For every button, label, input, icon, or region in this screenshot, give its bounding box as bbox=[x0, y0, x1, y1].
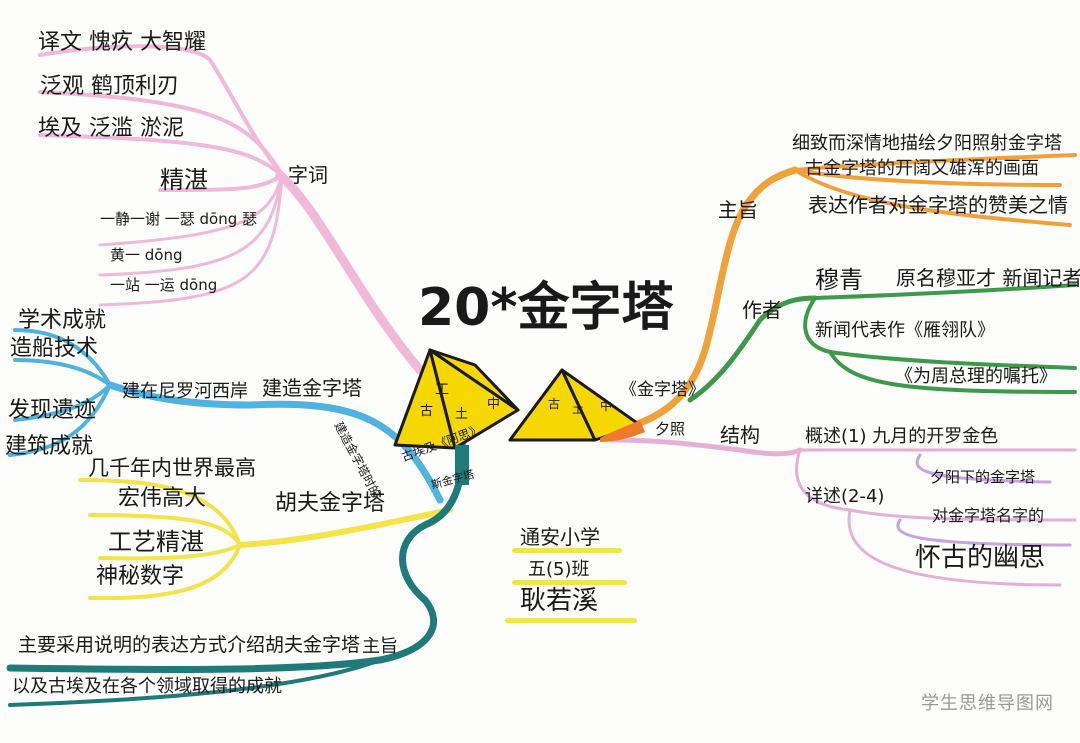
structure-detail: 详述(2-4) bbox=[805, 486, 885, 507]
yellow-branch-khufu bbox=[78, 478, 453, 601]
build-leaf: 建筑成就 bbox=[5, 434, 94, 459]
build-leaf: 学术成就 bbox=[18, 308, 107, 333]
build-sub: 建在尼罗河西岸 bbox=[122, 381, 248, 402]
khufu-leaf: 几千年内世界最高 bbox=[88, 456, 256, 480]
pyramid-char: 中 bbox=[487, 397, 501, 412]
author-name: 穆青 bbox=[815, 266, 863, 294]
khufu-leaf: 神秘数字 bbox=[96, 564, 185, 589]
author-note: 原名穆亚才 新闻记者 bbox=[896, 266, 1080, 290]
teal-stem bbox=[455, 445, 469, 485]
words-jingzhan: 精湛 bbox=[160, 166, 208, 194]
mainpoint-line: 细致而深情地描绘夕阳照射金字塔 bbox=[792, 133, 1062, 154]
branch-label-khufu: 胡夫金字塔 bbox=[275, 491, 386, 516]
highlight-bar bbox=[505, 618, 637, 623]
words-row: 埃及 泛滥 淤泥 bbox=[38, 116, 184, 141]
theme-line: 以及古埃及在各个领域取得的成就 bbox=[12, 676, 282, 697]
structure-ending: 怀古的幽思 bbox=[915, 543, 1046, 573]
branch-label-author: 作者 bbox=[742, 298, 782, 322]
pron-row: 一静一谢 一瑟 dōng 瑟 bbox=[100, 210, 258, 228]
green-branch-author bbox=[687, 283, 1077, 403]
map-title: 20*金字塔 bbox=[418, 278, 674, 338]
pron-row: 一站 一运 dōng bbox=[110, 276, 218, 294]
watermark: 学生思维导图网 bbox=[921, 693, 1054, 714]
orange-ribbon bbox=[600, 420, 645, 442]
branch-label-build: 建造金字塔 bbox=[262, 376, 362, 400]
highlight-bar bbox=[512, 548, 622, 553]
orange-branch-mainpoint bbox=[608, 153, 1077, 436]
highlight-bar bbox=[512, 580, 627, 585]
structure-overview: 概述(1) 九月的开罗金色 bbox=[805, 426, 999, 447]
words-row: 泛观 鹤顶利刃 bbox=[40, 74, 179, 99]
author-work: 新闻代表作《雁翎队》 bbox=[815, 320, 995, 341]
pink-branch-words bbox=[38, 44, 425, 375]
khufu-leaf: 宏伟高大 bbox=[118, 486, 207, 511]
pyramid-char: 古 bbox=[420, 404, 434, 419]
mainpoint-line: 古金字塔的开阔又雄浑的画面 bbox=[805, 158, 1039, 179]
pyramid-left bbox=[393, 348, 520, 450]
theme-line: 主要采用说明的表达方式介绍胡夫金字塔 bbox=[18, 634, 361, 656]
blue-branch-build bbox=[8, 328, 444, 504]
words-row: 译文 愧疚 大智耀 bbox=[38, 30, 206, 55]
pink-branch-structure bbox=[609, 437, 1077, 587]
school-name: 通安小学 bbox=[520, 525, 600, 549]
khufu-leaf: 工艺精湛 bbox=[108, 528, 204, 556]
structure-detail-item: 夕阳下的金字塔 bbox=[930, 468, 1036, 486]
article-label-2: 夕照 bbox=[655, 420, 686, 438]
pyramid-char: 中 bbox=[600, 399, 613, 413]
build-leaf: 发现遗迹 bbox=[8, 398, 97, 423]
branch-label-mainpoint: 主旨 bbox=[718, 198, 758, 222]
build-leaf: 造船技术 bbox=[10, 336, 99, 361]
branch-label-theme: 主旨 bbox=[362, 636, 398, 657]
author-work: 《为周总理的嘱托》 bbox=[895, 366, 1057, 387]
class-name: 五(5)班 bbox=[528, 559, 590, 580]
pyramid-char: 土 bbox=[455, 407, 469, 422]
mainpoint-line: 表达作者对金字塔的赞美之情 bbox=[808, 193, 1068, 217]
pyramid-char: 古 bbox=[548, 397, 561, 411]
teal-branch-theme bbox=[6, 436, 466, 707]
structure-detail-item: 对金字塔名字的 bbox=[932, 506, 1045, 525]
branch-label-structure: 结构 bbox=[720, 423, 760, 447]
student-name: 耿若溪 bbox=[520, 586, 599, 616]
branch-label-words: 字词 bbox=[288, 163, 328, 187]
pron-row: 黄一 dōng bbox=[110, 246, 183, 264]
pyramid-char: 土 bbox=[572, 402, 585, 416]
article-label-1: 《金字塔》 bbox=[620, 380, 705, 400]
pyramid-char: 工 bbox=[435, 382, 449, 398]
